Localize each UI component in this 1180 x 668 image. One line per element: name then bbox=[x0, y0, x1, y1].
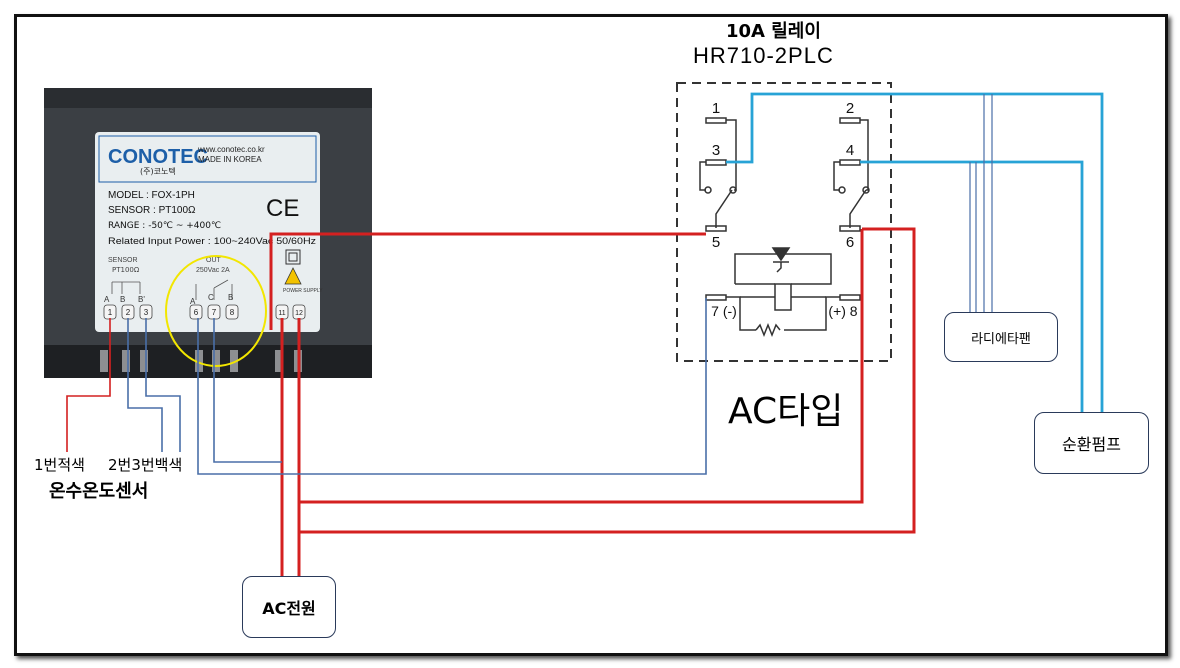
model-line: MODEL : FOX-1PH bbox=[108, 190, 195, 201]
svg-text:B: B bbox=[228, 293, 233, 302]
out-rating-label: 250Vac 2A bbox=[196, 267, 230, 274]
ac-power-box: AC전원 bbox=[242, 576, 336, 638]
output-highlight-circle bbox=[165, 255, 267, 367]
controller-photo: CONOTEC www.conotec.co.kr MADE IN KOREA … bbox=[44, 88, 372, 378]
svg-text:C: C bbox=[208, 293, 214, 302]
double-insulation-icon bbox=[285, 249, 301, 265]
pump-box: 순환펌프 bbox=[1034, 412, 1149, 474]
pump-label: 순환펌프 bbox=[1062, 435, 1121, 454]
sensor-line: SENSOR : PT100Ω bbox=[108, 205, 196, 216]
relay-pin-1: 1 bbox=[712, 100, 720, 117]
relay-type-label: AC타입 bbox=[728, 391, 844, 432]
terminal-6: 6 bbox=[194, 308, 199, 317]
terminal-11: 11 bbox=[278, 310, 285, 317]
terminal-8: 8 bbox=[230, 308, 235, 317]
warning-icon bbox=[284, 267, 302, 285]
radiator-fan-box: 라디에타팬 bbox=[944, 312, 1058, 362]
relay-diagram: 1 2 3 4 5 6 7 (-) (+) 8 bbox=[676, 82, 892, 362]
radiator-fan-label: 라디에타팬 bbox=[971, 331, 1031, 347]
power-line: Related Input Power : 100~240Vac 50/60Hz bbox=[108, 236, 317, 246]
wires-blue bbox=[127, 298, 707, 475]
svg-text:A: A bbox=[190, 297, 196, 306]
sensor-type-label: PT100Ω bbox=[112, 266, 140, 274]
svg-text:A: A bbox=[104, 295, 110, 304]
terminal-12: 12 bbox=[295, 310, 303, 317]
website-text: www.conotec.co.kr bbox=[197, 145, 265, 154]
relay-pin-8: (+) 8 bbox=[828, 303, 857, 319]
relay-5-wire bbox=[269, 232, 706, 330]
range-line: RANGE : -50℃ ~ +400℃ bbox=[108, 221, 221, 231]
ce-mark: CE bbox=[266, 195, 299, 222]
sensor-block-label: SENSOR bbox=[108, 257, 138, 264]
terminal-2: 2 bbox=[126, 308, 131, 317]
relay-pin-3: 3 bbox=[712, 142, 720, 159]
terminal-3: 3 bbox=[144, 308, 149, 317]
relay-pin-6: 6 bbox=[846, 234, 854, 251]
svg-text:B: B bbox=[120, 295, 125, 304]
out-block-label: OUT bbox=[206, 257, 222, 264]
sensor-name-label: 온수온도센서 bbox=[49, 481, 149, 502]
made-in-text: MADE IN KOREA bbox=[198, 155, 262, 164]
relay-pin-5: 5 bbox=[712, 234, 720, 251]
wires-fan bbox=[969, 94, 993, 314]
relay-model: HR710-2PLC bbox=[693, 43, 834, 68]
company-ko-text: (주)코노텍 bbox=[140, 166, 176, 176]
relay-title: 10A 릴레이 bbox=[726, 21, 821, 42]
terminal-1: 1 bbox=[108, 308, 113, 317]
relay-pin-7: 7 (-) bbox=[711, 303, 737, 319]
pump-ac-wire bbox=[299, 227, 916, 534]
svg-text:B': B' bbox=[138, 295, 145, 304]
wires-cyan bbox=[726, 92, 1104, 418]
terminal-7: 7 bbox=[212, 308, 217, 317]
relay-pin-4: 4 bbox=[846, 142, 854, 159]
power-supply-label: POWER SUPPLY bbox=[283, 288, 323, 294]
ac-power-label: AC전원 bbox=[262, 599, 316, 618]
relay-outline bbox=[676, 82, 892, 362]
terminal-letters: A B B' A C B bbox=[104, 293, 233, 306]
brand-text: CONOTEC bbox=[108, 146, 208, 168]
wires-red bbox=[66, 227, 916, 580]
relay-6-wire bbox=[299, 229, 864, 504]
relay-pin-2: 2 bbox=[846, 100, 854, 117]
sensor-wire-red bbox=[66, 318, 111, 452]
sensor-wire-23-label: 2번3번백색 bbox=[108, 456, 183, 474]
sensor-wire-1-label: 1번적색 bbox=[34, 456, 85, 474]
